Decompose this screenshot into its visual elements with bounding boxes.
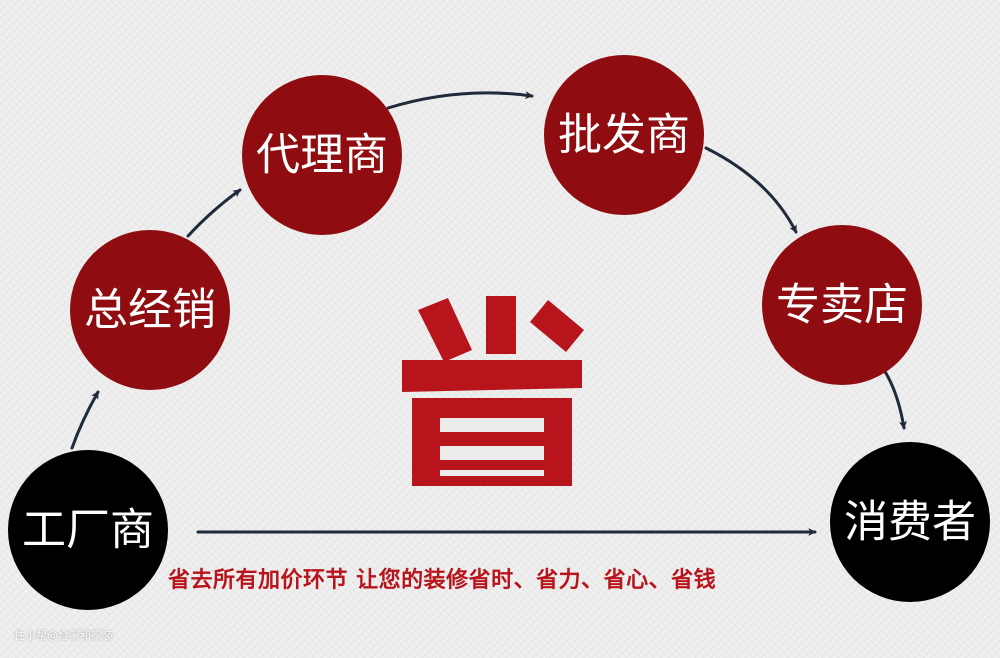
arrow-wholesaler-to-specialty-store [704, 146, 798, 234]
save-emblem-character: 省 [492, 390, 493, 393]
node-wholesaler: 批发商 [544, 55, 704, 215]
node-general-distributor-circle [70, 230, 230, 390]
emblem-right-stroke [530, 300, 584, 352]
node-general-distributor-label: 总经销 [84, 285, 216, 336]
node-agent-label: 代理商 [256, 130, 388, 181]
emblem-box-gap-3 [440, 470, 544, 476]
watermark-text: 住小帮@合家和家装 [14, 629, 113, 642]
node-specialty-store-label: 专卖店 [776, 280, 908, 331]
node-specialty-store: 专卖店 [762, 225, 922, 385]
arrow-general-distributor-to-agent [186, 188, 242, 238]
node-factory: 工厂商 [8, 450, 168, 610]
save-emblem [402, 296, 584, 486]
node-consumer: 消费者 [830, 442, 990, 602]
emblem-top-stroke [486, 296, 516, 354]
node-agent-circle [242, 75, 402, 235]
node-general-distributor: 总经销 [70, 230, 230, 390]
node-factory-label: 工厂商 [22, 505, 154, 556]
emblem-left-stroke [418, 298, 472, 362]
node-wholesaler-label: 批发商 [558, 110, 690, 161]
arrow-agent-to-wholesaler [386, 91, 534, 110]
node-consumer-label: 消费者 [844, 497, 976, 548]
emblem-crossbar [402, 360, 582, 392]
emblem-box-gap-2 [440, 446, 544, 460]
flow-arrows [70, 91, 907, 536]
node-factory-circle [8, 450, 168, 610]
node-wholesaler-circle [544, 55, 704, 215]
slogan-text: 省去所有加价环节 让您的装修省时、省力、省心、省钱 [168, 568, 717, 593]
node-specialty-store-circle [762, 225, 922, 385]
arrow-specialty-store-to-consumer [882, 368, 907, 430]
node-consumer-circle [830, 442, 990, 602]
emblem-box-gap-1 [440, 418, 544, 432]
node-agent: 代理商 [242, 75, 402, 235]
arrow-factory-to-general-distributor [70, 390, 100, 450]
